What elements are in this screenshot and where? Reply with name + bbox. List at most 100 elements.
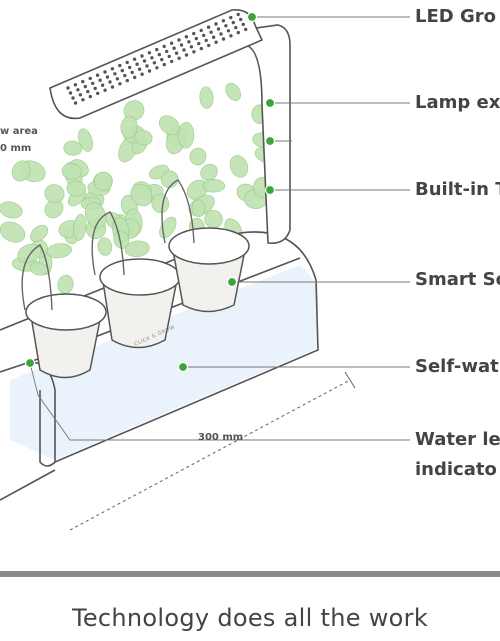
led-dot [229,15,233,20]
led-dot [229,34,233,38]
led-dot [155,47,159,52]
led-dot [78,93,83,97]
leaf [61,163,82,180]
led-dot [66,86,70,90]
tagline: Technology does all the work [71,604,429,632]
led-dot [182,48,186,52]
led-dot [241,22,245,27]
led-dot [88,76,92,81]
led-dot [170,59,174,64]
led-dot [140,54,144,58]
led-dot [160,57,164,62]
grow-area-label-line2: 0 mm [0,143,32,154]
led-dot [103,70,107,74]
led-dot [194,36,198,41]
led-dot [68,91,73,95]
leaf [0,201,23,219]
led-dot [219,32,223,36]
led-dot [105,75,110,79]
leaf [0,221,26,243]
led-dot [214,40,218,44]
leaf [73,213,87,241]
led-dot [81,79,85,84]
leaf [124,240,150,258]
leaf [134,129,153,146]
callout-water-level: Water le [415,429,500,450]
water-tank [10,265,318,460]
led-grille [66,12,248,105]
leaf [11,160,31,182]
leaf [63,140,83,156]
led-dot [199,46,203,51]
led-dot [133,75,137,80]
led-dot [214,22,218,26]
led-dot [137,67,142,71]
led-dot [162,62,166,67]
leaf [44,184,65,204]
led-dot [221,19,226,23]
lamp-arm [49,8,291,245]
leaf [130,183,153,207]
led-dot [211,35,216,39]
smart-soil-pods [25,227,250,379]
leaf [84,202,107,229]
led-dot [184,35,189,39]
leaf [202,179,226,193]
seed-domes [21,179,195,311]
led-dot [197,41,201,46]
led-dot [120,68,125,73]
led-dot [155,66,159,70]
leaf [46,243,72,259]
smart-garden-diagram [0,8,410,531]
leaf [120,115,138,139]
led-dot [73,101,78,105]
leaf [225,82,242,102]
led-dot [177,38,181,42]
led-dot [113,72,117,76]
length-label: 300 mm [198,432,244,443]
leaf [189,147,207,166]
led-dot [184,53,189,57]
led-dot [202,33,206,38]
led-dot [192,31,196,36]
led-dot [189,45,194,49]
led-dot [162,44,166,49]
leaf [113,230,130,249]
led-dot [199,28,203,33]
led-dot [234,25,238,30]
led-dot [118,82,122,86]
led-dot [152,61,157,65]
led-dot [172,46,176,50]
leaf [200,163,218,181]
leaf [177,122,195,149]
led-dot [103,88,107,92]
led-dot [110,85,115,89]
led-dot [239,17,243,22]
led-dot [147,69,152,73]
led-dot [216,27,221,31]
led-dot [204,38,208,43]
led-dot [142,59,147,63]
led-dot [86,89,90,94]
led-dot [128,65,132,70]
led-dot [179,43,184,47]
led-dot [125,60,129,65]
led-dot [157,52,161,57]
led-dot [123,73,127,78]
led-dot [174,51,179,55]
led-dot [224,24,228,28]
led-dot [125,78,129,83]
callout-led-grow-light: LED Gro [415,6,496,27]
led-dot [206,25,211,29]
led-dot [221,37,226,41]
led-dot [118,63,122,68]
footer-rule [0,571,500,577]
leaf [97,237,113,256]
leaf [191,199,206,218]
led-dot [226,29,231,33]
led-dot [132,57,137,61]
led-dot [147,51,152,55]
led-dot [145,64,149,68]
led-dot [236,12,240,17]
callout-markers [24,11,276,373]
